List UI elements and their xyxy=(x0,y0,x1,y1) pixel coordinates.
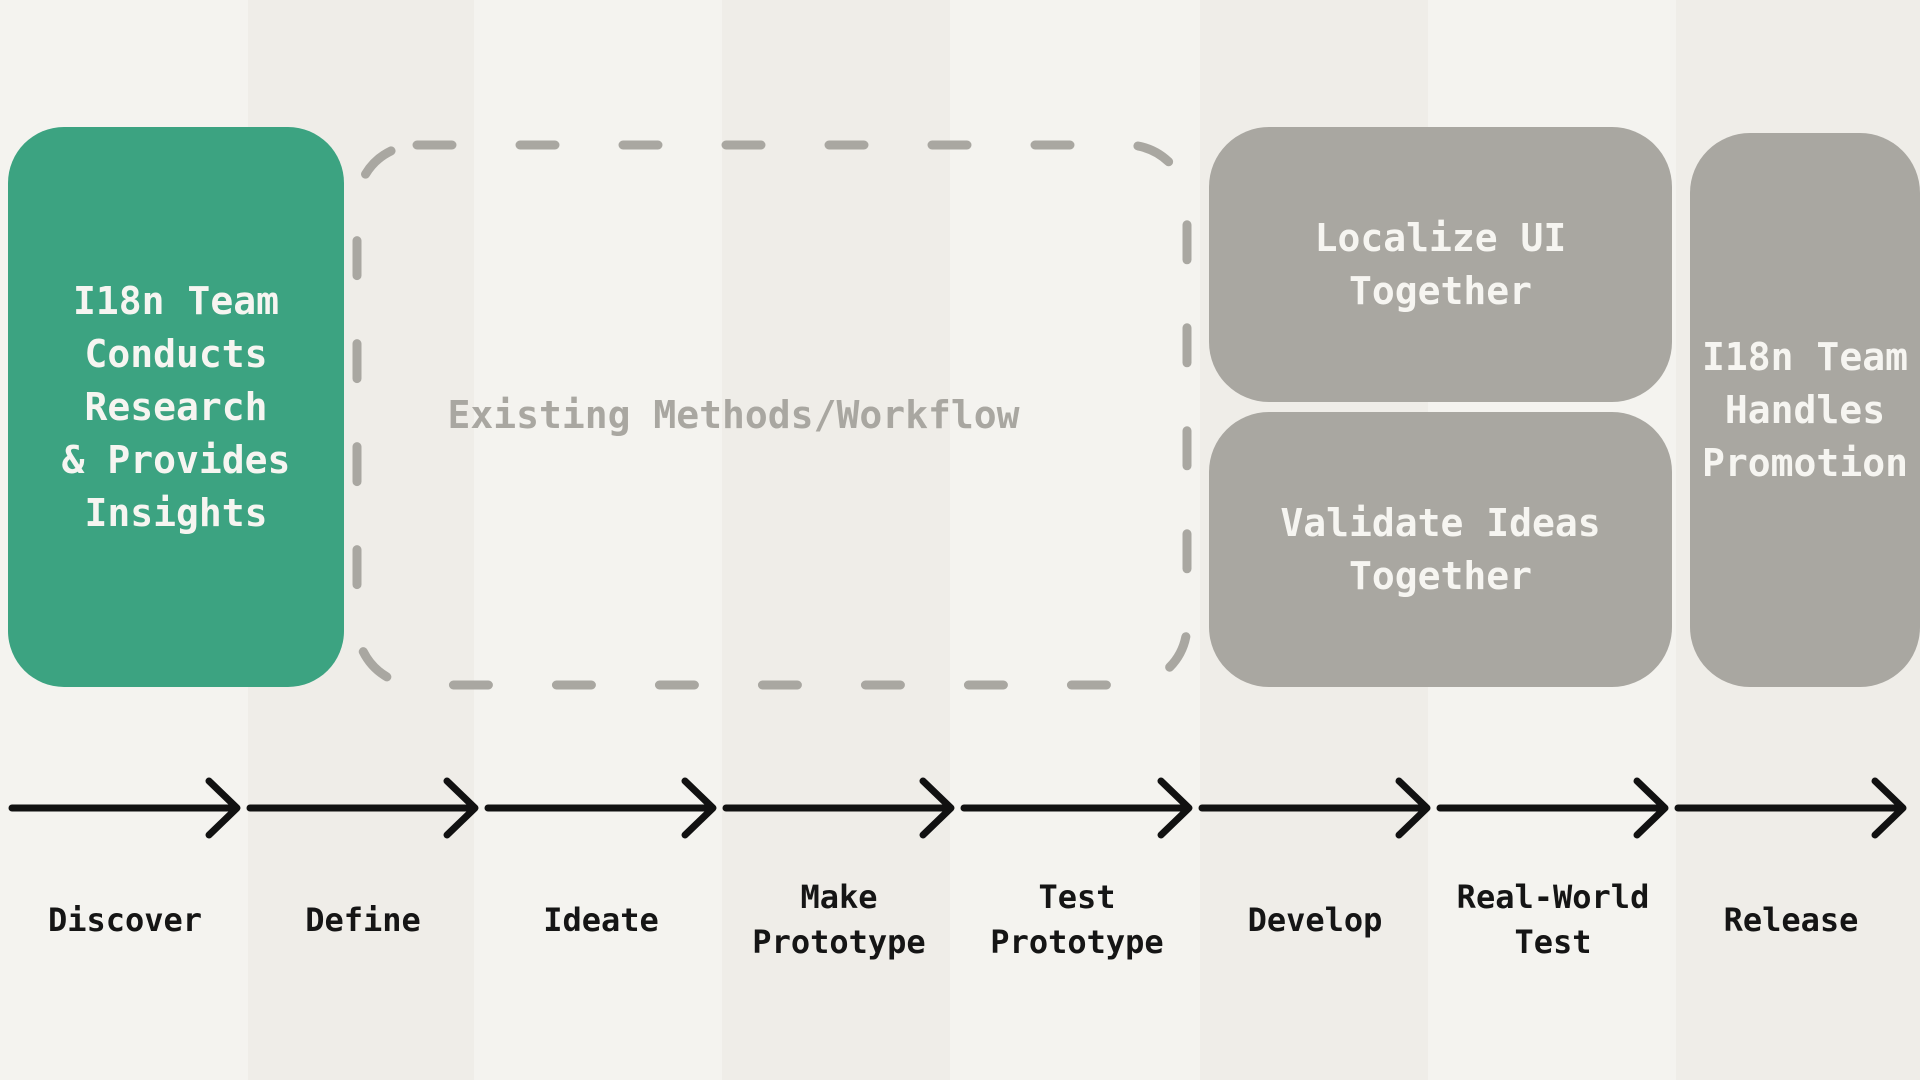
step-label-ideate: Ideate xyxy=(482,870,720,970)
step-label-test-prototype: Test Prototype xyxy=(958,870,1196,970)
arrow-real-world-test xyxy=(1436,777,1669,839)
step-label-line: Test xyxy=(1514,923,1592,961)
existing-methods-text: Existing Methods/Workflow xyxy=(447,393,1020,437)
step-label-line: Test xyxy=(1038,878,1116,916)
existing-methods-label: Existing Methods/Workflow xyxy=(356,145,1191,685)
step-label-line: Make xyxy=(800,878,878,916)
promotion-box: I18n Team Handles Promotion xyxy=(1690,133,1920,687)
step-label-line: Release xyxy=(1723,900,1859,939)
research-line: Insights xyxy=(84,490,268,535)
arrow-discover xyxy=(8,777,241,839)
validate-line: Validate Ideas xyxy=(1280,500,1601,545)
step-label-release: Release xyxy=(1672,870,1910,970)
step-label-line: Real-World xyxy=(1456,878,1650,916)
step-label-line: Prototype xyxy=(752,923,926,961)
step-label-line: Develop xyxy=(1247,900,1383,939)
validate-ideas-box: Validate Ideas Together xyxy=(1209,412,1672,687)
arrow-make-prototype xyxy=(722,777,955,839)
promotion-line: I18n Team xyxy=(1702,334,1908,379)
step-label-real-world-test: Real-World Test xyxy=(1434,870,1672,970)
step-label-line: Discover xyxy=(47,900,203,939)
research-line: I18n Team xyxy=(73,278,279,323)
step-label-develop: Develop xyxy=(1196,870,1434,970)
research-line: Conducts xyxy=(84,331,268,376)
step-label-line: Ideate xyxy=(543,900,659,939)
step-label-make-prototype: Make Prototype xyxy=(720,870,958,970)
arrow-define xyxy=(246,777,479,839)
arrow-release xyxy=(1674,777,1907,839)
research-line: Research xyxy=(84,384,268,429)
research-insights-box: I18n Team Conducts Research & Provides I… xyxy=(8,127,344,687)
localize-line: Localize UI xyxy=(1314,215,1567,260)
validate-line: Together xyxy=(1348,553,1533,598)
localize-ui-box: Localize UI Together xyxy=(1209,127,1672,402)
step-label-line: Define xyxy=(305,900,421,939)
promotion-line: Handles xyxy=(1724,387,1886,432)
arrow-test-prototype xyxy=(960,777,1193,839)
localize-line: Together xyxy=(1348,268,1533,313)
step-label-define: Define xyxy=(244,870,482,970)
arrow-ideate xyxy=(484,777,717,839)
step-label-line: Prototype xyxy=(990,923,1164,961)
promotion-line: Promotion xyxy=(1702,440,1908,485)
research-line: & Provides xyxy=(61,437,291,482)
step-label-discover: Discover xyxy=(6,870,244,970)
arrow-develop xyxy=(1198,777,1431,839)
